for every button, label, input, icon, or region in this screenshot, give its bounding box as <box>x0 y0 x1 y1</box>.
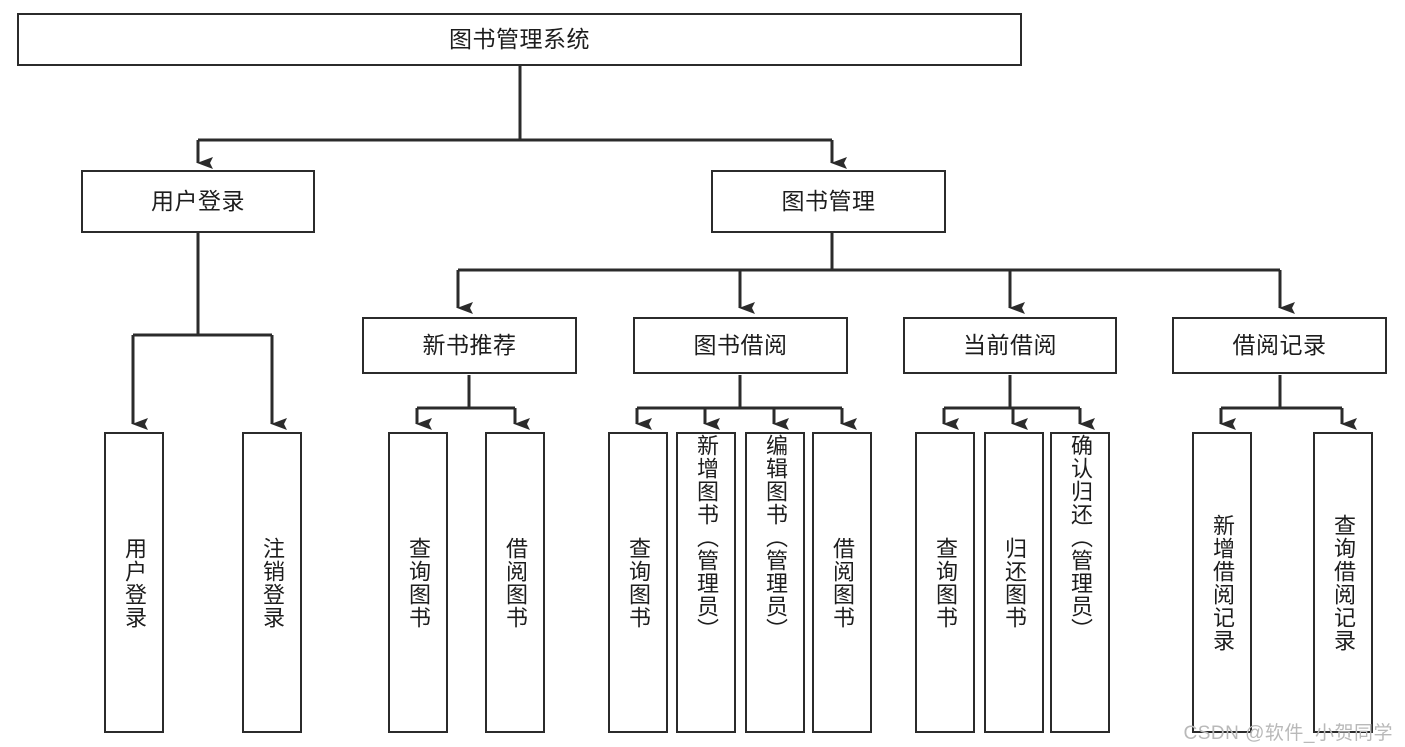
node-leaf-add-record-label: 新增借阅记录 <box>1209 513 1235 652</box>
node-leaf-edit-book-label: 编辑图书（管理员） <box>762 434 788 641</box>
node-borrow-record[interactable]: 借阅记录 <box>1172 317 1387 374</box>
node-leaf-add-book[interactable]: 新增图书（管理员） <box>676 432 736 733</box>
node-leaf-add-record[interactable]: 新增借阅记录 <box>1192 432 1252 733</box>
node-book-manage-label: 图书管理 <box>781 187 876 214</box>
node-leaf-add-book-label: 新增图书（管理员） <box>693 434 719 641</box>
node-leaf-return-book[interactable]: 归还图书 <box>984 432 1044 733</box>
node-leaf-query-book-2-label: 查询图书 <box>625 536 651 629</box>
node-leaf-borrow-book-1-label: 借阅图书 <box>502 536 528 629</box>
node-user-login-label: 用户登录 <box>151 187 245 214</box>
node-current-borrow[interactable]: 当前借阅 <box>903 317 1117 374</box>
node-leaf-query-record-label: 查询借阅记录 <box>1330 513 1356 652</box>
node-book-borrow[interactable]: 图书借阅 <box>633 317 848 374</box>
node-leaf-user-login-label: 用户登录 <box>121 536 147 629</box>
node-current-borrow-label: 当前借阅 <box>963 331 1057 358</box>
node-new-book-rec-label: 新书推荐 <box>422 331 517 358</box>
node-leaf-query-record[interactable]: 查询借阅记录 <box>1313 432 1373 733</box>
node-leaf-user-logout-label: 注销登录 <box>259 536 285 629</box>
node-new-book-rec[interactable]: 新书推荐 <box>362 317 577 374</box>
csdn-watermark: CSDN @软件_小贺同学 <box>1183 723 1393 744</box>
node-leaf-query-book-1-label: 查询图书 <box>405 536 431 629</box>
node-leaf-borrow-book-1[interactable]: 借阅图书 <box>485 432 545 733</box>
node-leaf-confirm-return[interactable]: 确认归还（管理员） <box>1050 432 1110 733</box>
node-leaf-query-book-3-label: 查询图书 <box>932 536 958 629</box>
node-leaf-user-login[interactable]: 用户登录 <box>104 432 164 733</box>
node-leaf-borrow-book-2-label: 借阅图书 <box>829 536 855 629</box>
node-leaf-borrow-book-2[interactable]: 借阅图书 <box>812 432 872 733</box>
node-leaf-return-book-label: 归还图书 <box>1001 536 1027 629</box>
node-book-borrow-label: 图书借阅 <box>693 331 788 358</box>
node-leaf-query-book-2[interactable]: 查询图书 <box>608 432 668 733</box>
node-borrow-record-label: 借阅记录 <box>1232 331 1327 358</box>
node-leaf-edit-book[interactable]: 编辑图书（管理员） <box>745 432 805 733</box>
node-user-login[interactable]: 用户登录 <box>81 170 315 233</box>
node-leaf-query-book-3[interactable]: 查询图书 <box>915 432 975 733</box>
node-book-manage[interactable]: 图书管理 <box>711 170 946 233</box>
node-leaf-confirm-return-label: 确认归还（管理员） <box>1067 434 1093 641</box>
node-leaf-user-logout[interactable]: 注销登录 <box>242 432 302 733</box>
node-root[interactable]: 图书管理系统 <box>17 13 1022 66</box>
node-leaf-query-book-1[interactable]: 查询图书 <box>388 432 448 733</box>
node-root-label: 图书管理系统 <box>449 25 590 52</box>
